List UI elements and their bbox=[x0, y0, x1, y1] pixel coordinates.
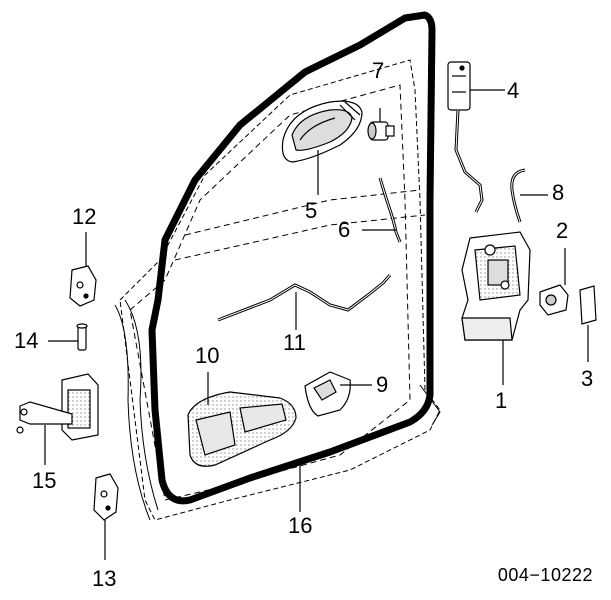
diagram-code: 004−10222 bbox=[497, 565, 593, 585]
callout-16: 16 bbox=[288, 513, 313, 538]
callout-6: 6 bbox=[338, 217, 351, 242]
hinge-pin bbox=[48, 323, 88, 351]
lock-cylinder bbox=[367, 108, 395, 141]
switch-bezel bbox=[304, 371, 351, 417]
inside-handle-bezel bbox=[187, 391, 297, 467]
door-striker bbox=[539, 248, 569, 316]
callout-13: 13 bbox=[92, 566, 117, 591]
door-latch-assembly bbox=[461, 231, 531, 341]
callout-8: 8 bbox=[552, 180, 565, 205]
callout-3: 3 bbox=[581, 366, 594, 391]
lower-hinge bbox=[93, 473, 119, 560]
callout-1: 1 bbox=[495, 388, 508, 413]
upper-hinge bbox=[69, 232, 97, 307]
callout-15: 15 bbox=[32, 468, 57, 493]
callout-10: 10 bbox=[195, 343, 220, 368]
lock-knob-rod bbox=[447, 61, 484, 213]
outside-handle bbox=[281, 100, 363, 163]
callout-9: 9 bbox=[376, 372, 389, 397]
weatherstrip-seal bbox=[148, 11, 436, 505]
leader-lines bbox=[207, 89, 548, 512]
callout-12: 12 bbox=[72, 204, 97, 229]
door-check-strap bbox=[16, 373, 99, 465]
callout-2: 2 bbox=[556, 218, 569, 243]
striker-shim bbox=[579, 285, 597, 362]
callout-11: 11 bbox=[283, 330, 306, 355]
callout-5: 5 bbox=[305, 198, 318, 223]
callout-14: 14 bbox=[14, 328, 39, 353]
callout-7: 7 bbox=[372, 58, 385, 83]
callout-4: 4 bbox=[507, 78, 520, 103]
